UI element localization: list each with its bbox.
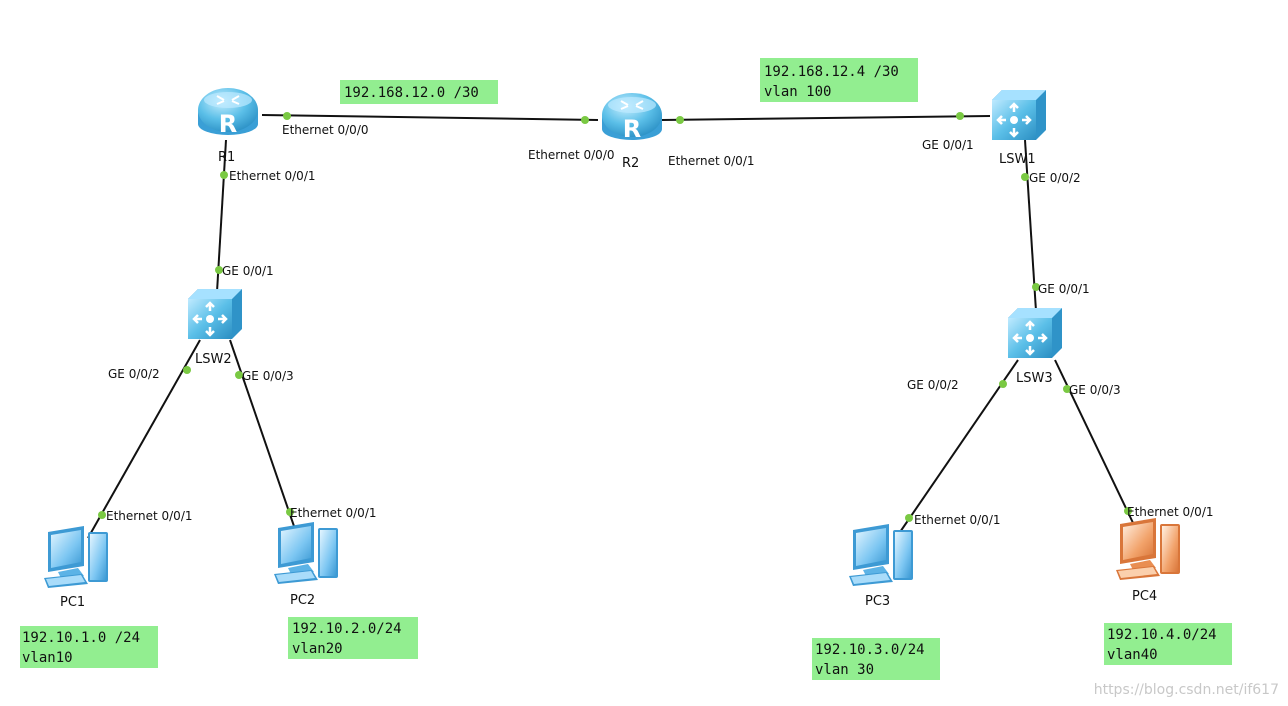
- note-line: vlan 100: [764, 84, 831, 100]
- note-r1-r2[interactable]: 192.168.12.0 /30: [340, 80, 498, 104]
- note-pc4[interactable]: 192.10.4.0/24 vlan40: [1104, 623, 1232, 665]
- port-label-r2-e000: Ethernet 0/0/0: [528, 148, 615, 162]
- port-label-pc4-e001: Ethernet 0/0/1: [1127, 505, 1214, 519]
- device-label-pc4: PC4: [1132, 589, 1157, 604]
- port-dot[interactable]: [1032, 283, 1040, 291]
- pc-pc1[interactable]: [44, 526, 108, 588]
- port-label-r2-e001: Ethernet 0/0/1: [668, 154, 755, 168]
- switch-icon: [1008, 308, 1062, 358]
- pc-pc2[interactable]: [274, 522, 338, 584]
- note-line: vlan 30: [815, 662, 874, 678]
- port-dot[interactable]: [999, 380, 1007, 388]
- port-label-lsw1-ge002: GE 0/0/2: [1029, 171, 1081, 185]
- port-dot[interactable]: [581, 116, 589, 124]
- port-label-lsw3-ge001: GE 0/0/1: [1038, 282, 1090, 296]
- port-label-lsw2-ge001: GE 0/0/1: [222, 264, 274, 278]
- note-line: vlan40: [1107, 647, 1158, 663]
- router-icon: R: [198, 88, 258, 138]
- link-r1-r2[interactable]: [261, 114, 599, 121]
- pc-pc3[interactable]: [849, 524, 913, 586]
- pc-icon: [44, 526, 108, 588]
- port-label-r1-e000: Ethernet 0/0/0: [282, 123, 369, 137]
- port-dot[interactable]: [215, 266, 223, 274]
- switch-lsw3[interactable]: [1008, 308, 1062, 358]
- link-lsw1-lsw3[interactable]: [1024, 139, 1037, 312]
- note-line: vlan10: [22, 650, 73, 666]
- port-dot[interactable]: [220, 171, 228, 179]
- device-label-r1: R1: [218, 150, 235, 165]
- port-dot[interactable]: [235, 371, 243, 379]
- pc-icon: [1116, 518, 1180, 580]
- note-pc1[interactable]: 192.10.1.0 /24 vlan10: [20, 626, 158, 668]
- device-label-pc2: PC2: [290, 593, 315, 608]
- port-label-lsw1-ge001: GE 0/0/1: [922, 138, 974, 152]
- port-label-r1-e001: Ethernet 0/0/1: [229, 169, 316, 183]
- note-line: 192.10.4.0/24: [1107, 627, 1217, 643]
- note-line: 192.168.12.4 /30: [764, 64, 899, 80]
- pc-icon: [849, 524, 913, 586]
- port-dot[interactable]: [286, 508, 294, 516]
- note-line: vlan20: [292, 641, 343, 657]
- device-label-lsw1: LSW1: [999, 152, 1036, 167]
- router-r2[interactable]: R: [602, 93, 662, 143]
- router-icon: R: [602, 93, 662, 143]
- port-dot[interactable]: [905, 514, 913, 522]
- port-label-lsw3-ge002: GE 0/0/2: [907, 378, 959, 392]
- switch-icon: [188, 289, 242, 339]
- pc-pc4[interactable]: [1116, 518, 1180, 580]
- port-dots: [98, 112, 1132, 522]
- switch-icon: [992, 90, 1046, 140]
- note-line: 192.10.3.0/24: [815, 642, 925, 658]
- port-dot[interactable]: [956, 112, 964, 120]
- port-dot[interactable]: [1063, 385, 1071, 393]
- watermark: https://blog.csdn.net/if617: [1094, 682, 1279, 698]
- port-dot[interactable]: [1021, 173, 1029, 181]
- svg-text:R: R: [219, 110, 237, 138]
- router-r1[interactable]: R: [198, 88, 258, 138]
- note-line: 192.10.2.0/24: [292, 621, 402, 637]
- note-pc3[interactable]: 192.10.3.0/24 vlan 30: [812, 638, 940, 680]
- device-label-pc3: PC3: [865, 594, 890, 609]
- port-dot[interactable]: [283, 112, 291, 120]
- port-label-pc1-e001: Ethernet 0/0/1: [106, 509, 193, 523]
- port-label-pc3-e001: Ethernet 0/0/1: [914, 513, 1001, 527]
- port-label-lsw2-ge003: GE 0/0/3: [242, 369, 294, 383]
- port-label-pc2-e001: Ethernet 0/0/1: [290, 506, 377, 520]
- link-lsw3-pc3[interactable]: [897, 359, 1019, 536]
- port-dot[interactable]: [98, 511, 106, 519]
- port-dot[interactable]: [183, 366, 191, 374]
- switch-lsw2[interactable]: [188, 289, 242, 339]
- port-labels: Ethernet 0/0/0 Ethernet 0/0/1 Ethernet 0…: [106, 123, 1214, 527]
- port-dot[interactable]: [1124, 507, 1132, 515]
- device-label-lsw2: LSW2: [195, 352, 232, 367]
- link-lsw2-pc1[interactable]: [87, 339, 201, 539]
- device-label-r2: R2: [622, 156, 639, 171]
- link-r2-lsw1[interactable]: [661, 115, 991, 121]
- switch-lsw1[interactable]: [992, 90, 1046, 140]
- note-r2-lsw1[interactable]: 192.168.12.4 /30 vlan 100: [760, 58, 918, 102]
- note-line: 192.168.12.0 /30: [344, 85, 479, 101]
- pc-icon: [274, 522, 338, 584]
- svg-text:R: R: [623, 115, 641, 143]
- device-label-lsw3: LSW3: [1016, 371, 1053, 386]
- port-label-lsw2-ge002: GE 0/0/2: [108, 367, 160, 381]
- port-dot[interactable]: [676, 116, 684, 124]
- port-label-lsw3-ge003: GE 0/0/3: [1069, 383, 1121, 397]
- note-line: 192.10.1.0 /24: [22, 630, 140, 646]
- note-pc2[interactable]: 192.10.2.0/24 vlan20: [288, 617, 418, 659]
- device-label-pc1: PC1: [60, 595, 85, 610]
